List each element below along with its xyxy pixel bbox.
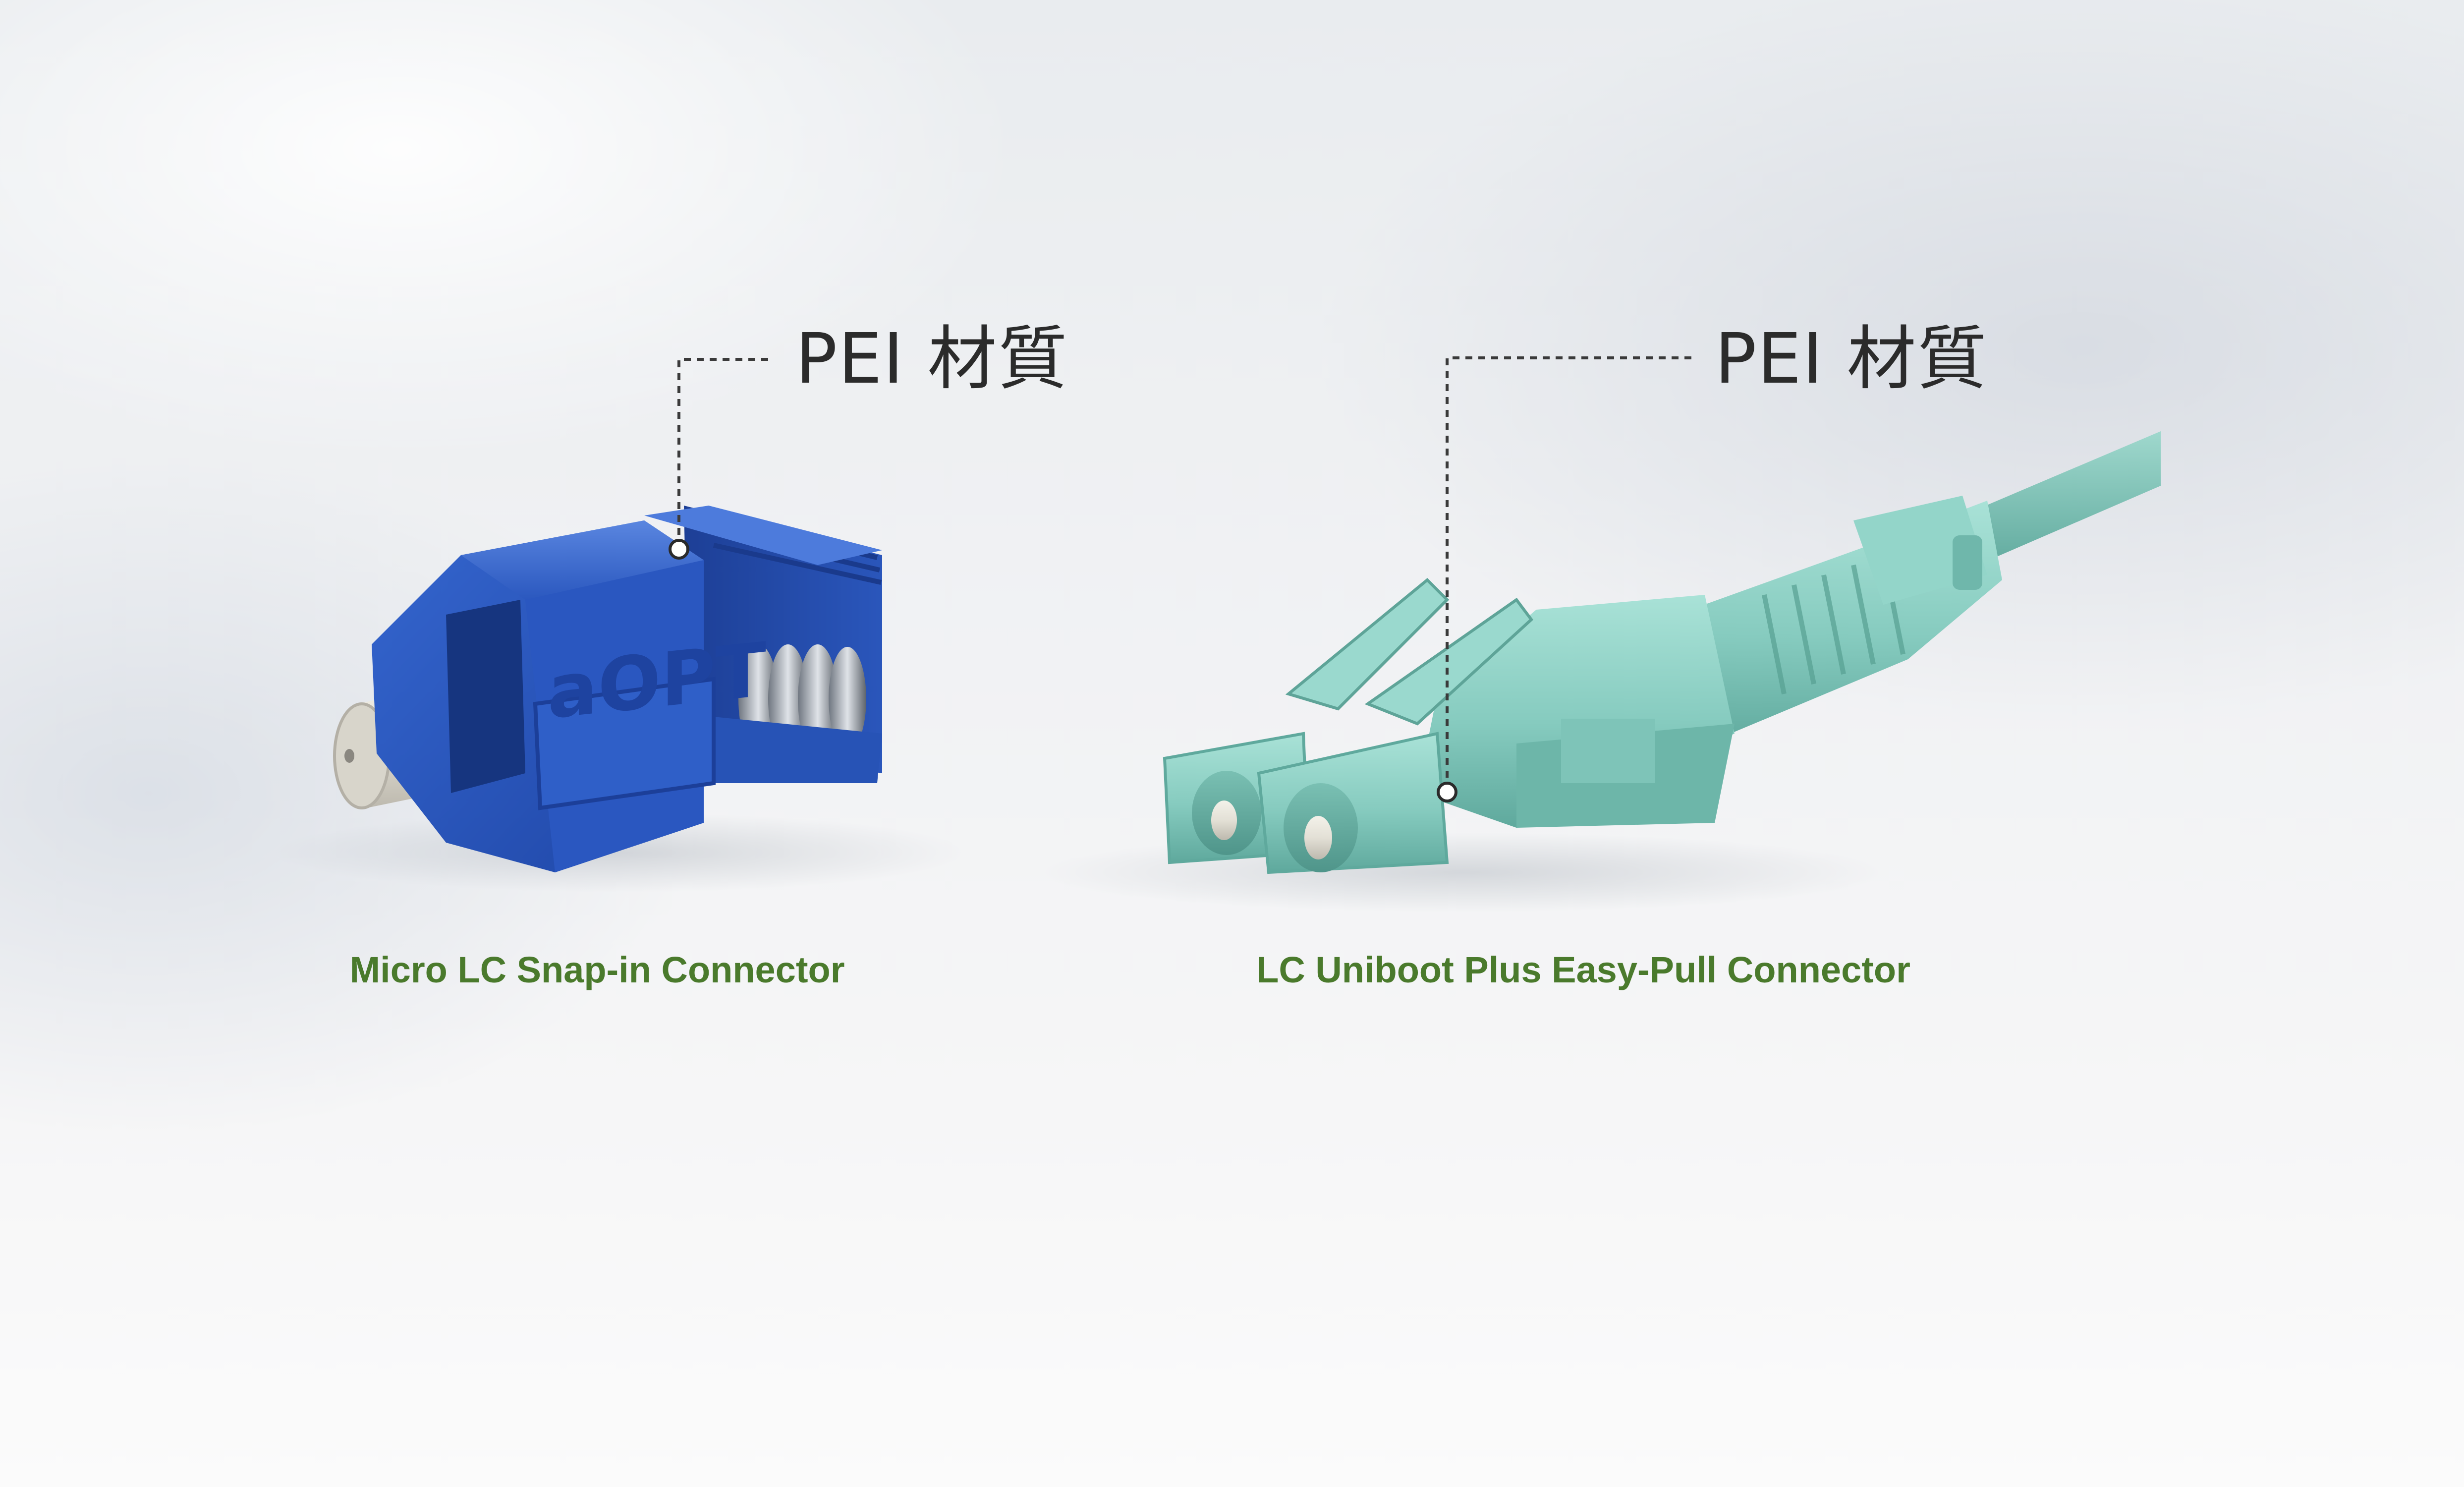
right-callout-label: PEI 材質 — [1715, 319, 1988, 400]
right-product-caption: LC Uniboot Plus Easy-Pull Connector — [1256, 949, 1910, 990]
right-callout-leader — [1437, 356, 1692, 802]
aopt-logo: aOPT — [533, 627, 766, 810]
left-callout-leader — [669, 358, 773, 560]
lc-uniboot-connector-image — [1041, 431, 2161, 912]
left-product-caption: Micro LC Snap-in Connector — [349, 949, 845, 990]
left-callout-label: PEI 材質 — [795, 319, 1068, 400]
micro-lc-connector-image: aOPT — [273, 506, 966, 892]
spring-icon — [738, 644, 866, 753]
